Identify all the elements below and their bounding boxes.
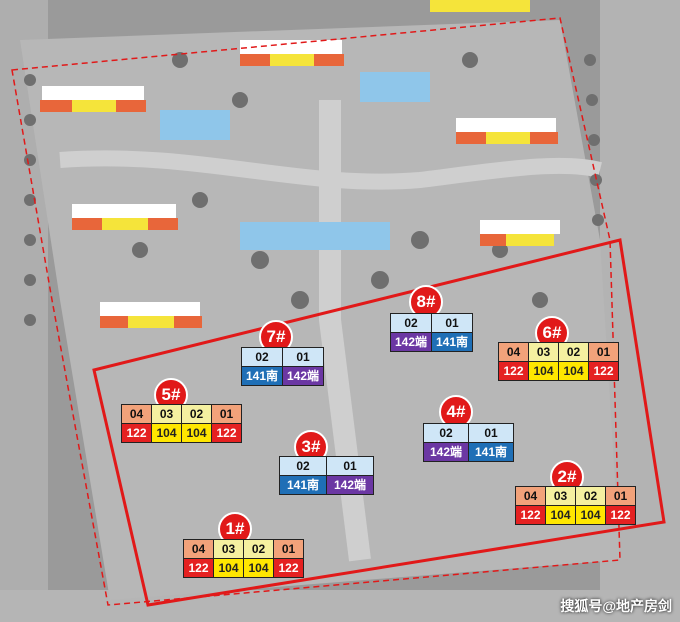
building-1-units[interactable]: 04 03 02 01 122 104 104 122	[183, 539, 304, 578]
type-cell: 104	[529, 362, 558, 380]
type-cell: 141南	[469, 443, 513, 461]
unit-cell: 01	[606, 487, 635, 505]
type-cell: 122	[274, 559, 303, 577]
building-7-units[interactable]: 02 01 141南 142端	[241, 347, 324, 386]
building-8-units[interactable]: 02 01 142端 141南	[390, 313, 473, 352]
unit-cell: 03	[546, 487, 575, 505]
unit-cell: 01	[283, 348, 323, 366]
type-cell: 104	[182, 424, 211, 442]
unit-cell: 02	[559, 343, 588, 361]
type-cell: 142端	[391, 333, 431, 351]
type-cell: 141南	[242, 367, 282, 385]
unit-cell: 02	[244, 540, 273, 558]
site-boundary	[11, 17, 621, 606]
unit-cell: 03	[152, 405, 181, 423]
type-cell: 104	[576, 506, 605, 524]
building-5-units[interactable]: 04 03 02 01 122 104 104 122	[121, 404, 242, 443]
unit-cell: 02	[424, 424, 468, 442]
unit-cell: 03	[214, 540, 243, 558]
type-cell: 141南	[280, 476, 326, 494]
unit-cell: 02	[280, 457, 326, 475]
building-4-units[interactable]: 02 01 142端 141南	[423, 423, 514, 462]
type-cell: 142端	[424, 443, 468, 461]
unit-cell: 04	[122, 405, 151, 423]
unit-cell: 01	[589, 343, 618, 361]
building-2-units[interactable]: 04 03 02 01 122 104 104 122	[515, 486, 636, 525]
type-cell: 104	[152, 424, 181, 442]
unit-cell: 04	[184, 540, 213, 558]
type-cell: 122	[184, 559, 213, 577]
unit-cell: 01	[274, 540, 303, 558]
type-cell: 122	[606, 506, 635, 524]
type-cell: 142端	[327, 476, 373, 494]
type-cell: 142端	[283, 367, 323, 385]
building-3-units[interactable]: 02 01 141南 142端	[279, 456, 374, 495]
unit-cell: 02	[576, 487, 605, 505]
type-cell: 104	[559, 362, 588, 380]
unit-cell: 04	[499, 343, 528, 361]
type-cell: 104	[546, 506, 575, 524]
type-cell: 122	[212, 424, 241, 442]
north-buildings	[40, 0, 560, 328]
unit-cell: 01	[432, 314, 472, 332]
trees	[24, 52, 604, 326]
building-6-units[interactable]: 04 03 02 01 122 104 104 122	[498, 342, 619, 381]
type-cell: 122	[499, 362, 528, 380]
unit-cell: 01	[212, 405, 241, 423]
type-cell: 141南	[432, 333, 472, 351]
building-5-badge[interactable]: 5#	[154, 378, 188, 412]
unit-cell: 01	[327, 457, 373, 475]
selected-plot-outline	[92, 238, 666, 607]
unit-cell: 02	[182, 405, 211, 423]
unit-cell: 02	[391, 314, 431, 332]
type-cell: 122	[122, 424, 151, 442]
type-cell: 104	[244, 559, 273, 577]
unit-cell: 04	[516, 487, 545, 505]
internal-path	[59, 150, 602, 190]
type-cell: 122	[589, 362, 618, 380]
unit-cell: 01	[469, 424, 513, 442]
watermark: 搜狐号@地产房剑	[560, 598, 672, 614]
type-cell: 104	[214, 559, 243, 577]
type-cell: 122	[516, 506, 545, 524]
unit-cell: 02	[242, 348, 282, 366]
unit-cell: 03	[529, 343, 558, 361]
